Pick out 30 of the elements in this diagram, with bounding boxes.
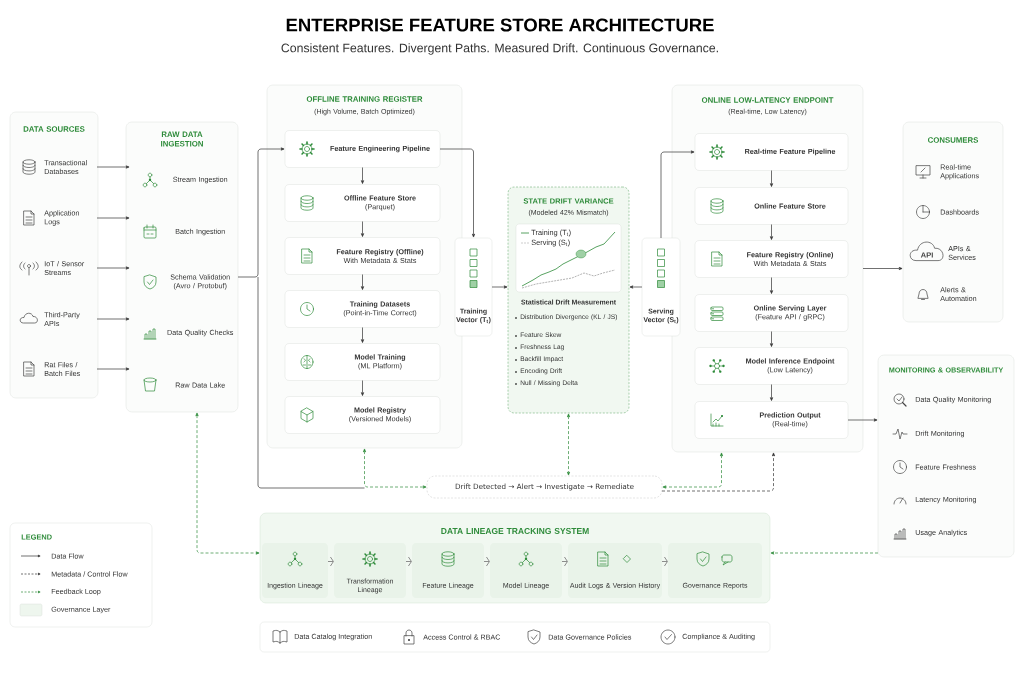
arrow	[769, 224, 774, 240]
title: ENTERPRISE FEATURE STORE ARCHITECTURE	[286, 18, 714, 32]
subtitle: Consistent Features. Divergent Paths. Measured Drift. Continuous Governance.	[281, 43, 718, 55]
arrow	[769, 170, 774, 187]
arrow	[195, 412, 260, 555]
arrow	[661, 452, 776, 492]
arrow	[769, 384, 774, 401]
arrow	[769, 331, 774, 347]
arrow	[491, 285, 508, 289]
arrow	[629, 285, 643, 289]
arrow	[770, 551, 879, 555]
arrow	[96, 317, 130, 321]
arrow	[360, 327, 365, 343]
arrow	[96, 367, 130, 371]
arrow	[862, 266, 903, 271]
arrow	[360, 167, 365, 184]
arrow	[360, 221, 365, 237]
arrow	[660, 150, 695, 239]
arrow	[96, 165, 130, 169]
arrow	[847, 418, 878, 422]
arrow	[362, 448, 427, 489]
arrow	[769, 277, 774, 294]
arrow	[96, 216, 130, 220]
arrow	[96, 266, 130, 270]
arrow	[662, 452, 724, 489]
arrow	[439, 148, 476, 238]
arrow	[237, 147, 285, 278]
arrow	[360, 274, 365, 290]
arrow	[566, 413, 571, 476]
arrow	[360, 380, 365, 396]
